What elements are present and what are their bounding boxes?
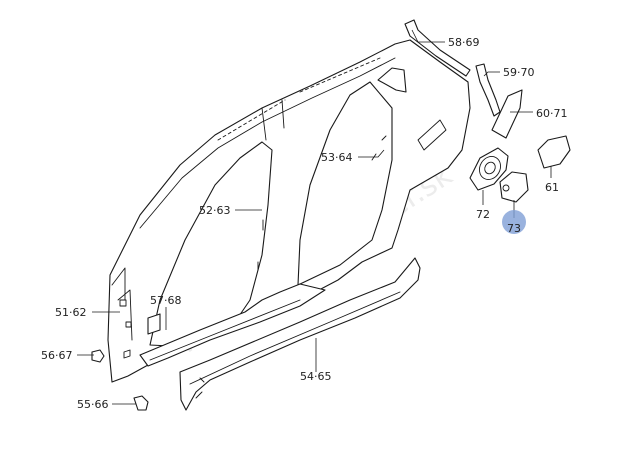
- rear-upper-strip: [404, 19, 471, 77]
- rear-corner-panel: [491, 89, 523, 139]
- highlight-marker: [502, 210, 526, 234]
- fuel-filler-pocket: [469, 147, 509, 191]
- callout-56-67: 56·67: [41, 349, 73, 362]
- callout-55-66: 55·66: [77, 398, 109, 411]
- callout-51-62: 51·62: [55, 306, 87, 319]
- fuel-lid-cover-panel: [537, 135, 571, 169]
- callout-53-64: 53·64: [321, 151, 353, 164]
- callout-57-68: 57·68: [150, 294, 182, 307]
- bracket-55-66: [133, 395, 149, 411]
- fuel-lid: [499, 171, 529, 203]
- callout-72: 72: [476, 208, 490, 221]
- callout-73: 73: [507, 222, 521, 235]
- side-sill-panel: [179, 257, 421, 411]
- inner-sill-panel: [139, 283, 326, 367]
- callout-58-69: 58·69: [448, 36, 480, 49]
- callout-61: 61: [545, 181, 559, 194]
- side-body-outer-panel: [107, 39, 471, 383]
- callout-60-71: 60·71: [536, 107, 568, 120]
- callout-54-65: 54·65: [300, 370, 332, 383]
- clip-56-67: [91, 349, 105, 363]
- callout-59-70: 59·70: [503, 66, 535, 79]
- callout-52-63: 52·63: [199, 204, 231, 217]
